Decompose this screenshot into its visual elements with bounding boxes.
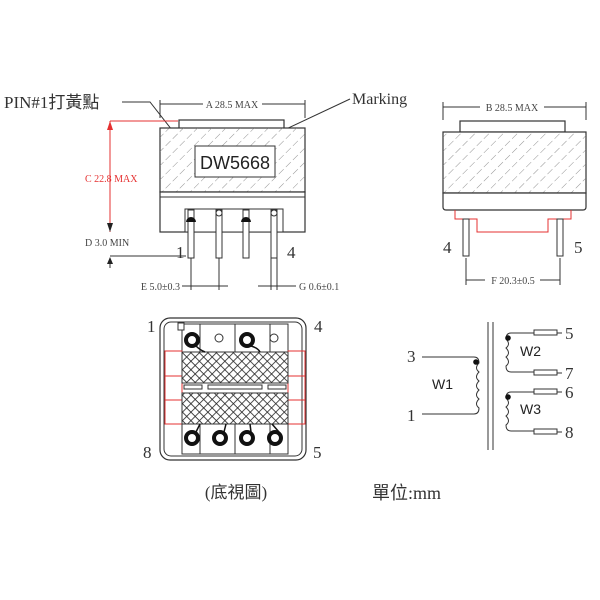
schematic: 3 1 W1 W2 5 7 W3 6 8 (407, 322, 574, 450)
bottom-view-caption: (底視圖) (205, 483, 267, 502)
front-width-dim: A 28.5 MAX (206, 100, 259, 111)
side-pin-4-label: 4 (443, 238, 452, 257)
front-view: PIN#1打黃點 Marking A 28.5 MAX DW5668 1 4 (4, 91, 407, 293)
w1-pin-1: 1 (407, 406, 416, 425)
pin-diameter-dim: G 0.6±0.1 (299, 282, 339, 293)
bottom-pin-8-label: 8 (143, 443, 152, 462)
row-spacing-dim: F 20.3±0.5 (491, 276, 535, 287)
pin1-note: PIN#1打黃點 (4, 93, 99, 112)
front-pins (186, 209, 278, 259)
pitch-dim: E 5.0±0.3 (141, 282, 180, 293)
winding-bottom (181, 392, 289, 425)
w3-pin-8: 8 (565, 423, 574, 442)
marking-box (194, 145, 276, 178)
bottom-pin-4-label: 4 (314, 317, 323, 336)
w3-label: W3 (520, 401, 541, 417)
bottom-pin-5-label: 5 (313, 443, 322, 462)
units-note: 單位:mm (372, 483, 441, 503)
front-pin-1-label: 1 (176, 243, 185, 262)
side-pad-outline (454, 210, 572, 233)
bottom-pin-1-label: 1 (147, 317, 156, 336)
front-height-dim: C 22.8 MAX (85, 174, 138, 185)
side-width-dim: B 28.5 MAX (486, 103, 539, 114)
w1-label: W1 (432, 376, 453, 392)
w2-pin-7: 7 (565, 364, 574, 383)
bottom-pin-terminals (184, 332, 283, 446)
pin1-leader (122, 101, 173, 131)
bottom-view: 1 4 8 5 (底視圖) (143, 317, 323, 502)
w3-pin-6: 6 (565, 383, 574, 402)
pin-recess (184, 208, 284, 233)
marking-note: Marking (352, 91, 407, 108)
w1-dot (473, 359, 479, 365)
w2-pin-5: 5 (565, 324, 574, 343)
w1-coil (422, 356, 480, 415)
standoff-dim: D 3.0 MIN (85, 238, 129, 249)
side-pin-5-label: 5 (574, 238, 583, 257)
winding-top (181, 351, 289, 384)
side-view: B 28.5 MAX 4 5 F 20.3±0.5 (442, 102, 587, 287)
front-pin-4-label: 4 (287, 243, 296, 262)
marking-text: DW5668 (200, 153, 270, 173)
w2-label: W2 (520, 343, 541, 359)
w1-pin-3: 3 (407, 347, 416, 366)
